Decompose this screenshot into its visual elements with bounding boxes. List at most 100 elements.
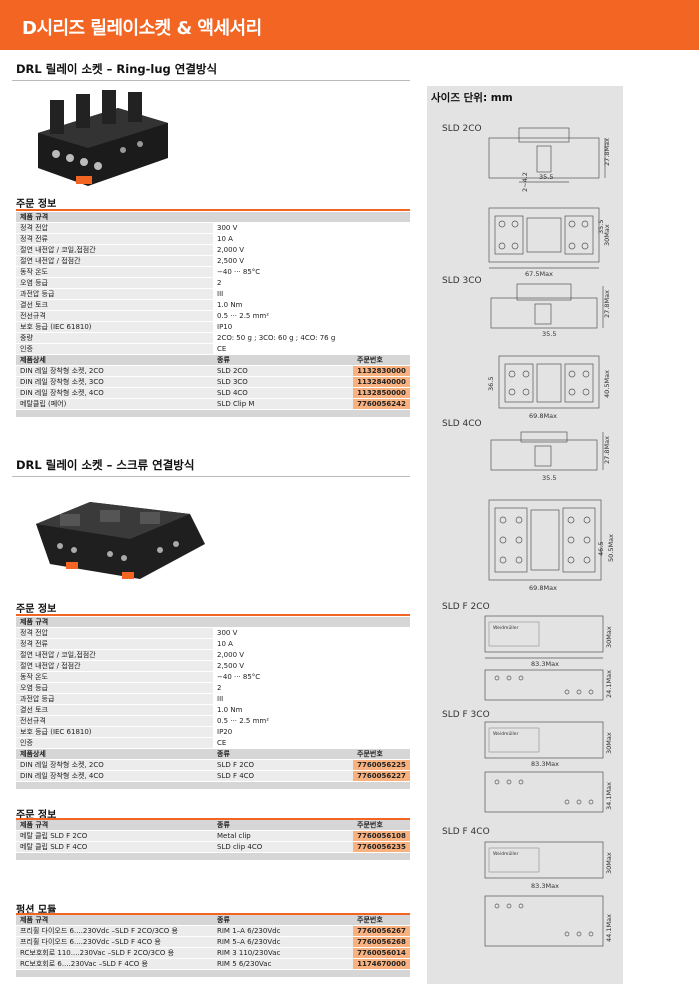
order-info-heading: 주문 정보	[16, 810, 57, 821]
table-cell: 메탈 클립 SLD F 2CO	[16, 830, 213, 843]
table-cell: SLD Clip M	[213, 398, 353, 411]
table-cell: 1174670000	[353, 958, 410, 971]
table-cell: 2	[213, 682, 410, 695]
table-row: 동작 온도−40 ··· 85°C	[16, 671, 410, 684]
dim-text: 50.5Max	[607, 534, 615, 562]
sld-4co-top-drawing: 69.8Max 46.5 50.5Max	[488, 499, 615, 592]
table-cell: 동작 온도	[16, 266, 213, 279]
table-cell: 7760056108	[353, 830, 410, 843]
dim-text: 44.1Max	[605, 914, 613, 942]
table-cell: RC보호회로 110....230Vac –SLD F 2CO/3CO 용	[16, 947, 213, 960]
table-cell: 동작 온도	[16, 671, 213, 684]
table-cell: 보호 등급 (IEC 61810)	[16, 726, 213, 739]
section-title-screw: DRL 릴레이 소켓 – 스크류 연결방식	[16, 458, 195, 472]
table-cell: 종류	[213, 748, 353, 761]
dim-text: 83.3Max	[531, 660, 559, 668]
sld-3co-side-drawing: 35.5 27.8Max	[490, 283, 611, 338]
sld-f-4co-drawing: Weidmüller 83.3Max 30Max 44.1Max	[484, 841, 613, 947]
table-cell: 인증	[16, 343, 213, 356]
dim-text: 83.3Max	[531, 760, 559, 768]
section-title-ringlug: DRL 릴레이 소켓 – Ring-lug 연결방식	[16, 62, 218, 76]
table-cell: DIN 레일 장착형 소켓, 3CO	[16, 376, 213, 389]
dim-label-sld-2co: SLD 2CO	[442, 124, 482, 134]
table-cell	[213, 212, 410, 224]
table-cell: 300 V	[213, 222, 410, 235]
table-cell: 주문번호	[353, 820, 410, 832]
dim-text: 24.1Max	[605, 670, 613, 698]
table-cell: 보호 등급 (IEC 61810)	[16, 321, 213, 334]
brand-text: Weidmüller	[493, 625, 519, 631]
table-cell: 7760056014	[353, 947, 410, 960]
table-cell: 1132840000	[353, 376, 410, 389]
dim-text: 35.5	[597, 220, 605, 234]
table-cell: DIN 레일 장착형 소켓, 4CO	[16, 770, 213, 783]
table-footer-row	[16, 781, 410, 791]
table-cell: 절연 내전압 / 코일,접점간	[16, 649, 213, 662]
table-cell: 인증	[16, 737, 213, 750]
table-cell: 10 A	[213, 638, 410, 651]
ringlug-socket-photo	[38, 90, 168, 186]
table-cell: 1132850000	[353, 387, 410, 400]
table-cell	[213, 617, 410, 629]
dim-text: 27.8Max	[603, 290, 611, 318]
table-cell: 주문번호	[353, 354, 410, 367]
table-cell: SLD 3CO	[213, 376, 353, 389]
table-cell: III	[213, 288, 410, 301]
divider	[12, 476, 410, 477]
table-footer	[16, 852, 410, 862]
table-cell: 주문번호	[353, 915, 410, 927]
dimension-drawings: 35.5 27.8Max 2~4.2 67.5Max 30Max 35.5 35…	[484, 127, 615, 947]
dim-text: 27.8Max	[603, 436, 611, 464]
table-cell: IP10	[213, 321, 410, 334]
dim-label-sld-f-3co: SLD F 3CO	[442, 710, 490, 720]
dim-label-sld-f-2co: SLD F 2CO	[442, 602, 490, 612]
dim-text: 83.3Max	[531, 882, 559, 890]
table-cell: RIM 3 110/230Vac	[213, 947, 353, 960]
table-cell: 정격 전압	[16, 627, 213, 640]
table-row: 보호 등급 (IEC 61810)IP10	[16, 321, 410, 334]
table-cell: 제품 규격	[16, 820, 213, 832]
table-cell: 절연 내전압 / 코일,접점간	[16, 244, 213, 257]
table-cell: 메탈 클립 SLD F 4CO	[16, 841, 213, 854]
screw-socket-photo	[36, 502, 205, 579]
table-row: 보호 등급 (IEC 61810)IP20	[16, 726, 410, 739]
table-cell: 2CO: 50 g ; 3CO: 60 g ; 4CO: 76 g	[213, 332, 410, 345]
dim-text: 34.1Max	[605, 782, 613, 810]
dim-text: 67.5Max	[525, 270, 553, 278]
sld-f-2co-drawing: Weidmüller 83.3Max 30Max 24.1Max	[484, 615, 613, 701]
table-footer	[16, 409, 410, 419]
dim-label-sld-f-4co: SLD F 4CO	[442, 827, 490, 837]
table-cell: 제품 규격	[16, 617, 213, 629]
table-cell: 중량	[16, 332, 213, 345]
table-cell: 종류	[213, 354, 353, 367]
dimension-panel-title: 사이즈 단위: mm	[431, 92, 513, 104]
table-cell: 2,000 V	[213, 649, 410, 662]
table-cell: DIN 레일 장착형 소켓, 2CO	[16, 759, 213, 772]
dim-text: 36.5	[487, 377, 495, 391]
table-cell: 제품상세	[16, 354, 213, 367]
table-footer-row	[16, 852, 410, 862]
sld-3co-top-drawing: 69.8Max 36.5 40.5Max	[487, 355, 611, 420]
table-cell: SLD F 2CO	[213, 759, 353, 772]
dim-text: 30Max	[605, 626, 613, 648]
table-cell: SLD 2CO	[213, 365, 353, 378]
table-cell: 메탈클립 (페어)	[16, 398, 213, 411]
